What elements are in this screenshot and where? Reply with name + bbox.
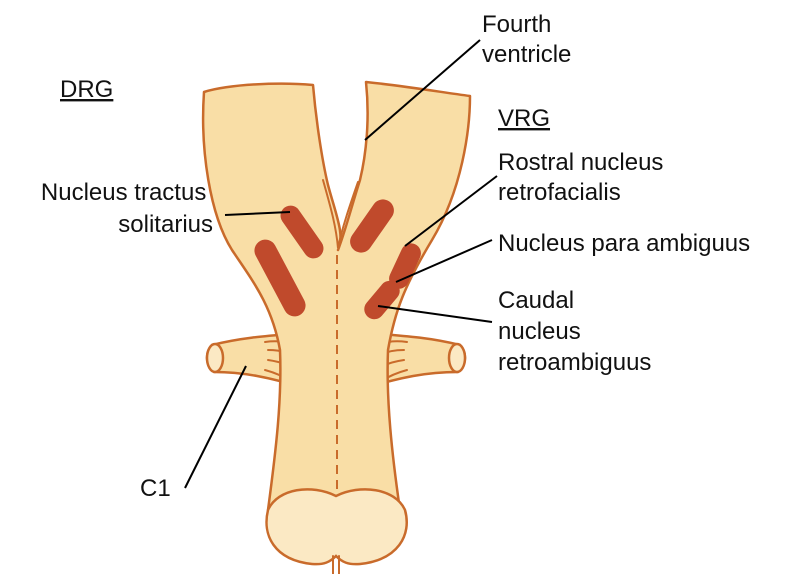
- brainstem-body: [201, 80, 472, 512]
- label-nucleus-tractus-solitarius: Nucleus tractus solitarius: [41, 179, 213, 238]
- label-c1: C1: [140, 475, 171, 502]
- spinal-cord-cross-section: [265, 488, 408, 566]
- label-fourth-ventricle: Fourth ventricle: [482, 11, 571, 68]
- leader-c1: [184, 365, 247, 489]
- nucleus-tractus-solitarius-shape: [280, 205, 324, 259]
- c1-root-left: [205, 332, 302, 388]
- para-ambiguus-shape: [389, 243, 421, 289]
- fourth-ventricle-groove: [322, 179, 359, 249]
- leader-para-ambiguus: [395, 239, 493, 283]
- vrg-header: VRG: [498, 105, 550, 132]
- drg-lower-nucleus-shape: [254, 239, 306, 317]
- drg-header: DRG: [60, 76, 113, 103]
- leader-caudal-retroambiguus: [377, 305, 493, 323]
- rostral-retrofacialis-shape: [350, 199, 394, 253]
- label-caudal-nucleus-retroambiguus: Caudal nucleus retroambiguus: [498, 287, 651, 376]
- label-rostral-nucleus-retrofacialis: Rostral nucleus retrofacialis: [498, 149, 670, 206]
- ventral-fissure: [332, 555, 340, 574]
- leader-fourth-ventricle: [364, 39, 481, 141]
- label-nucleus-para-ambiguus: Nucleus para ambiguus: [498, 230, 750, 257]
- leader-nucleus-tractus-solitarius: [224, 211, 291, 216]
- caudal-retroambiguus-shape: [364, 280, 400, 320]
- leader-rostral-retrofacialis: [404, 175, 498, 247]
